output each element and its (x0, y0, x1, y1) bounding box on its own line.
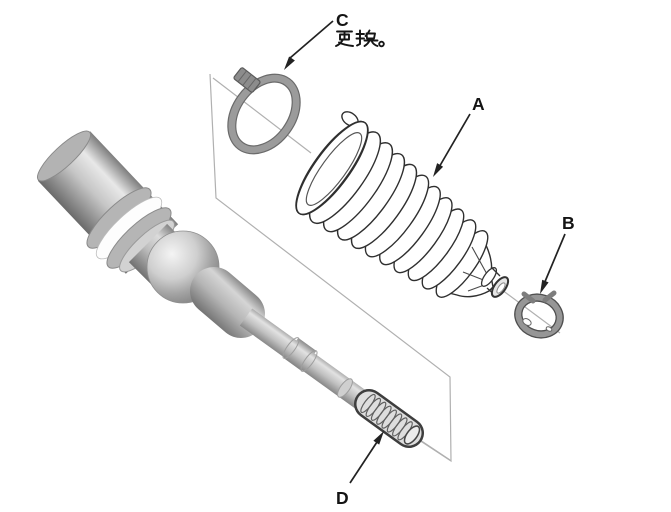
dust-boot (295, 111, 510, 298)
boot-neck-tip-hole (496, 282, 506, 294)
axis-line-clamp-b (497, 286, 561, 334)
band-clamp-ring (228, 74, 300, 154)
spring-clamp-ear-left (521, 291, 536, 304)
callout-d: D (336, 431, 384, 508)
boot-band-clamp-c (227, 67, 301, 155)
callout-d-label: D (336, 488, 349, 508)
callout-c-label: C (336, 10, 349, 30)
spring-clamp-slot (522, 318, 532, 326)
shaft-step-edge (282, 337, 300, 359)
spring-clamp-band (514, 294, 564, 338)
axis-line-clamp-c (212, 77, 312, 154)
callout-d-arrow (349, 441, 378, 484)
callout-d-arrowhead (373, 431, 384, 445)
thread-ridges (360, 393, 413, 441)
boot-spring-clamp-b (514, 290, 564, 339)
callout-a-label: A (472, 94, 485, 114)
rack-housing-end-face (37, 130, 91, 182)
band-clamp-inner-edge (235, 81, 293, 147)
callout-a: A (433, 94, 485, 177)
spring-clamp-ear-right (542, 290, 557, 303)
callout-c-arrowhead (284, 56, 295, 70)
callout-a-arrow (437, 113, 471, 170)
shaft-step-edge (300, 350, 318, 372)
boot-big-end-opening (305, 132, 363, 206)
callout-b-label: B (562, 213, 575, 233)
inner-tie-rod-shaft (239, 308, 378, 416)
shaft-step-bump (283, 337, 317, 372)
callout-b-arrow (543, 233, 566, 285)
callout-c: C 更换。 (284, 10, 385, 70)
thread-tip-face (403, 425, 421, 445)
boot-neck-base (480, 267, 498, 287)
callout-c-arrow (289, 20, 334, 59)
shaft-collar-ring (337, 378, 353, 398)
callout-b-arrowhead (540, 279, 549, 294)
callout-c-note: 更换。 (336, 30, 384, 49)
callout-a-arrowhead (433, 163, 444, 177)
ball-socket-housing (190, 267, 265, 338)
spring-clamp-inner-edge (521, 300, 557, 332)
band-clamp-buckle (233, 67, 261, 93)
callout-c-note-glyphs (335, 29, 385, 48)
boot-neck-top-line (490, 266, 501, 277)
spring-clamp-slot (545, 326, 553, 332)
callout-b: B (540, 213, 575, 294)
band-clamp-outer-edge (227, 73, 301, 155)
steering-gear-assembly (37, 130, 424, 448)
boot-big-end-face (295, 120, 369, 216)
